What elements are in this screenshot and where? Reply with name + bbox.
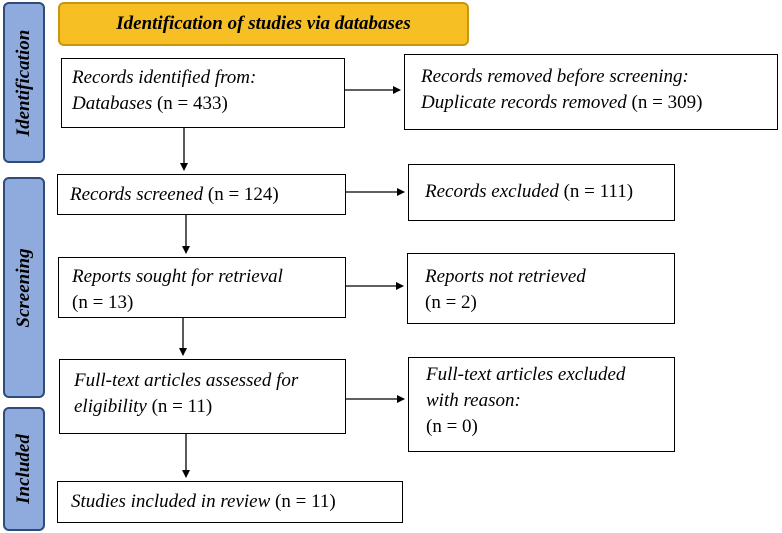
- fulltext-excluded-line2: with reason:: [426, 390, 521, 411]
- box-studies-included: Studies included in review (n = 11): [57, 481, 403, 523]
- records-removed-count: (n = 309): [631, 92, 703, 113]
- box-records-excluded: Records excluded (n = 111): [408, 164, 675, 221]
- fulltext-assessed-count: (n = 11): [151, 396, 213, 417]
- reports-sought-count: (n = 13): [72, 292, 134, 313]
- flow-header: Identification of studies via databases: [58, 2, 469, 46]
- phase-included-label: Included: [13, 434, 34, 504]
- records-screened-count: (n = 124): [207, 184, 279, 205]
- box-reports-not-retrieved: Reports not retrieved (n = 2): [407, 253, 675, 324]
- fulltext-excluded-line1: Full-text articles excluded: [426, 364, 626, 385]
- box-records-screened: Records screened (n = 124): [57, 174, 346, 215]
- box-fulltext-assessed: Full-text articles assessed for eligibil…: [59, 359, 346, 434]
- box-fulltext-excluded: Full-text articles excluded with reason:…: [408, 357, 675, 452]
- records-identified-text: Records identified from: Databases: [72, 67, 257, 114]
- reports-not-retrieved-text: Reports not retrieved: [425, 266, 586, 287]
- box-reports-sought: Reports sought for retrieval (n = 13): [58, 257, 346, 318]
- box-records-identified: Records identified from: Databases (n = …: [61, 58, 345, 128]
- flow-header-title: Identification of studies via databases: [116, 13, 411, 34]
- reports-sought-text: Reports sought for retrieval: [72, 266, 283, 287]
- records-removed-line1: Records removed before screening:: [421, 66, 689, 87]
- phase-screening: Screening: [3, 177, 45, 398]
- records-excluded-count: (n = 111): [563, 181, 634, 202]
- phase-included: Included: [3, 407, 45, 531]
- records-removed-line2: Duplicate records removed: [421, 92, 627, 113]
- reports-not-retrieved-count: (n = 2): [425, 292, 477, 313]
- box-records-removed: Records removed before screening: Duplic…: [404, 54, 778, 130]
- records-identified-count: (n = 433): [156, 93, 228, 114]
- fulltext-assessed-line1: Full-text articles assessed for: [74, 370, 299, 391]
- fulltext-assessed-line2: eligibility: [74, 396, 147, 417]
- phase-screening-label: Screening: [13, 247, 34, 328]
- studies-included-count: (n = 11): [275, 491, 336, 512]
- records-screened-text: Records screened: [70, 184, 204, 205]
- studies-included-text: Studies included in review: [71, 491, 271, 512]
- phase-identification: Identification: [3, 2, 45, 163]
- phase-identification-label: Identification: [13, 29, 34, 136]
- records-excluded-text: Records excluded: [425, 181, 559, 202]
- fulltext-excluded-count: (n = 0): [426, 416, 478, 437]
